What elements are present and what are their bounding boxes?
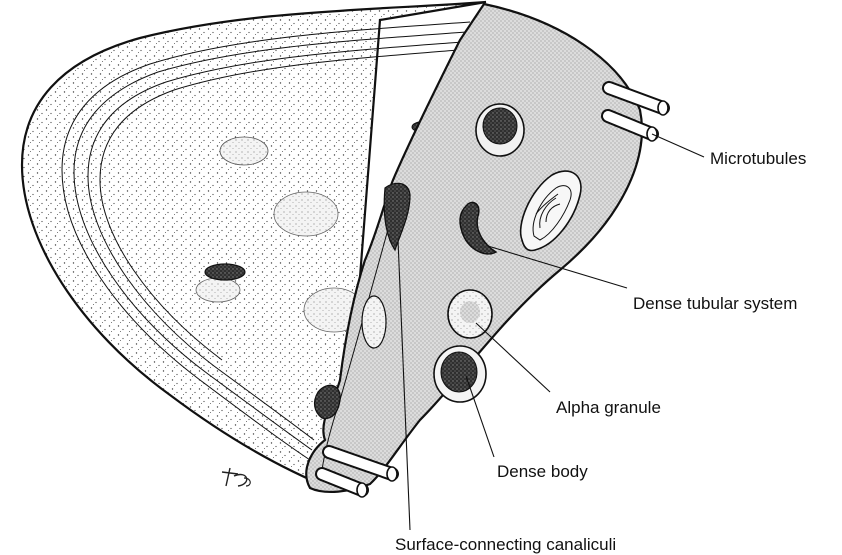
label-microtubules: Microtubules	[710, 149, 806, 168]
leader-alpha-granule	[476, 323, 550, 392]
surface-granule	[205, 264, 245, 280]
surface-granule	[196, 278, 240, 302]
label-alpha-granule: Alpha granule	[556, 398, 661, 417]
label-dense-tubular-system: Dense tubular system	[633, 294, 797, 313]
leader-microtubules	[652, 134, 704, 157]
artist-signature	[222, 468, 250, 486]
canaliculus-opening	[362, 296, 386, 348]
surface-granule	[220, 137, 268, 165]
label-dense-body: Dense body	[497, 462, 588, 481]
label-surface-connecting-canaliculi: Surface-connecting canaliculi	[395, 535, 616, 554]
surface-granule	[274, 192, 338, 236]
